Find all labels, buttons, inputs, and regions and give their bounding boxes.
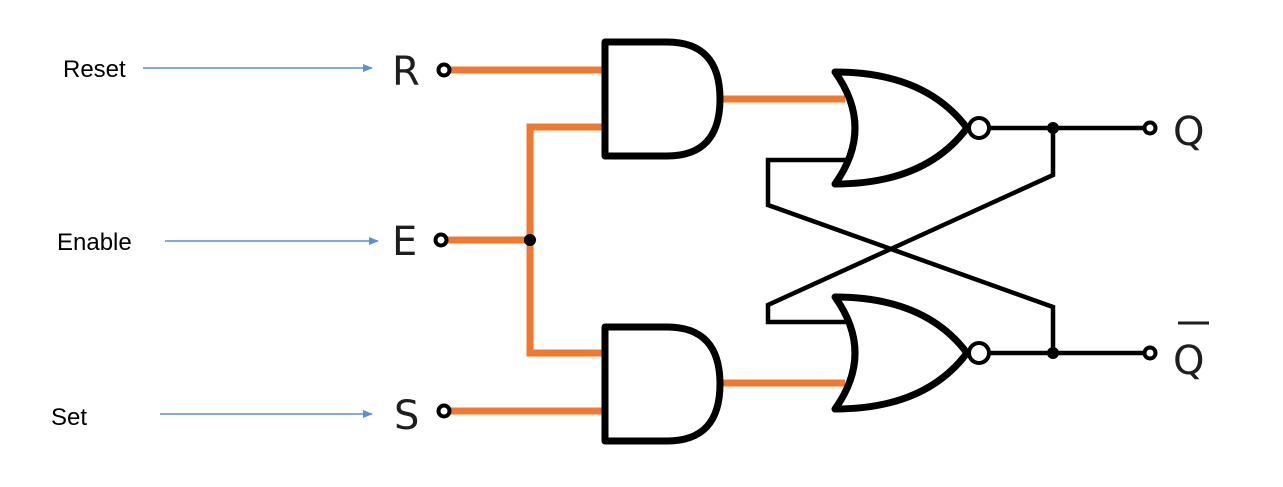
s-input-terminal <box>436 403 452 419</box>
q-bar-output-terminal <box>1142 345 1158 361</box>
e-input-terminal <box>433 232 449 248</box>
enable-bus-wire <box>526 123 603 357</box>
e-pin-label: E <box>392 219 417 265</box>
nor-gate-upper <box>831 68 971 188</box>
q-bar-feedback-wire <box>765 157 1056 353</box>
nor-upper-inversion-bubble <box>967 116 991 140</box>
and-gate-reset <box>601 38 724 160</box>
q-junction-dot <box>1047 122 1059 134</box>
enable-junction-dot <box>524 234 536 246</box>
and-gate-set <box>601 323 724 445</box>
reset-annotation: Reset <box>63 56 126 83</box>
set-annotation: Set <box>51 404 87 431</box>
q-bar-pin: Q <box>1173 321 1209 384</box>
q-output-terminal <box>1142 120 1158 136</box>
nor-lower-inversion-bubble <box>967 341 991 365</box>
nor-gate-lower <box>831 293 971 413</box>
q-feedback-wire <box>765 128 1056 325</box>
r-input-terminal <box>436 62 452 78</box>
q-bar-pin-label: Q <box>1173 338 1204 384</box>
s-pin-label: S <box>394 393 419 439</box>
enable-annotation: Enable <box>57 229 132 256</box>
q-pin-label: Q <box>1173 109 1204 155</box>
r-pin-label: R <box>392 49 420 95</box>
q-bar-junction-dot <box>1047 347 1059 359</box>
